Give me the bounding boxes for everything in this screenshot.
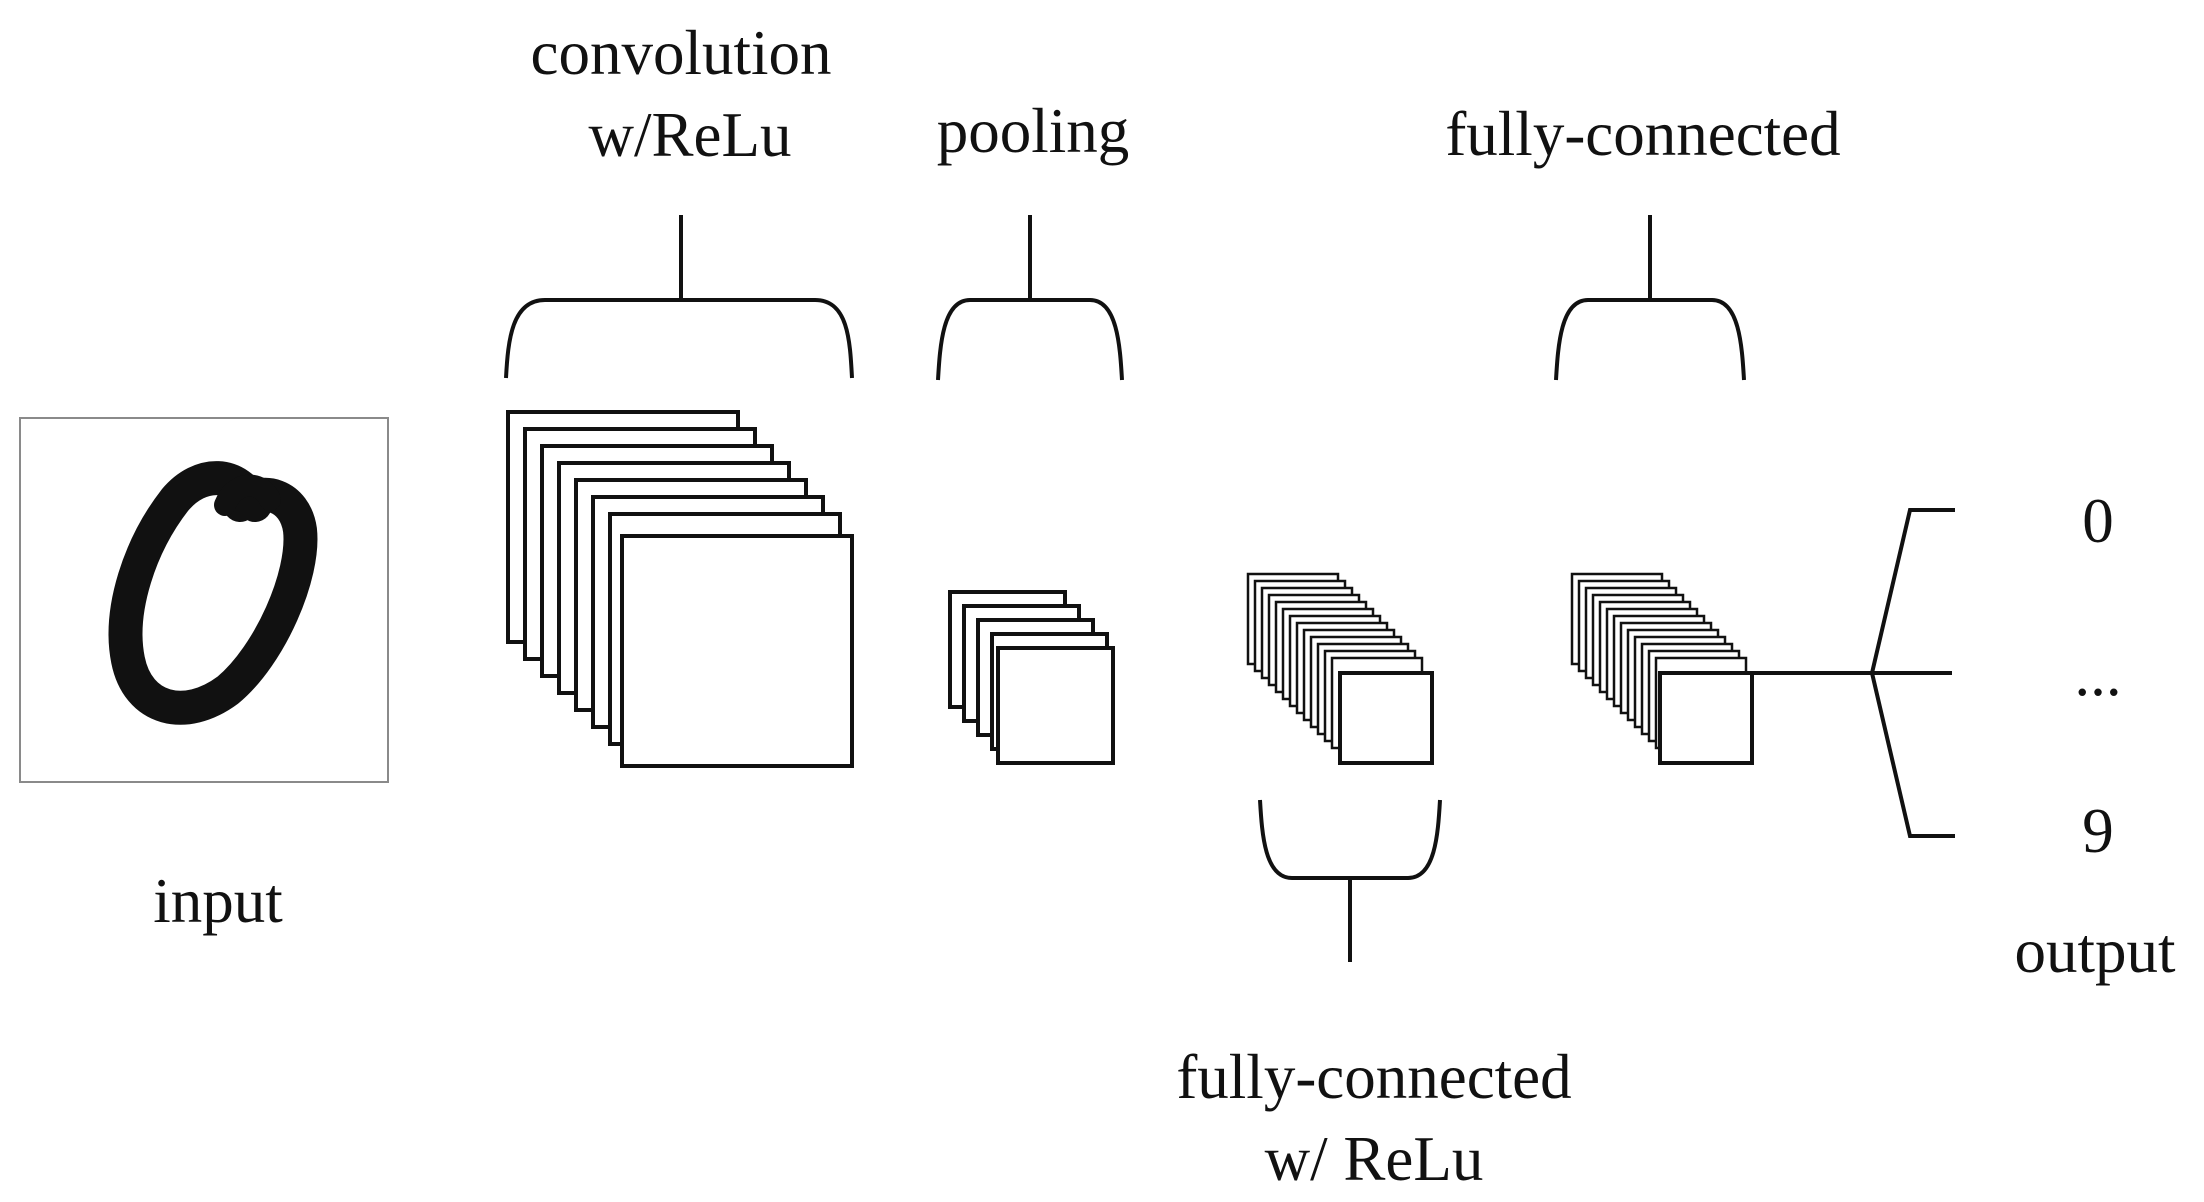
convolution-feature-maps (506, 410, 854, 768)
convolution-brace (504, 215, 854, 379)
fully-connected-relu-layer (1246, 572, 1434, 765)
input-label: input (153, 866, 283, 936)
pooling-label: pooling (937, 96, 1130, 166)
conv-map (620, 534, 854, 768)
pooling-feature-maps (948, 590, 1115, 765)
convolution-label-line2: w/ReLu (589, 100, 792, 170)
output-class-9: 9 (2082, 796, 2114, 866)
convolution-label-line1: convolution (531, 18, 832, 88)
output-label: output (2014, 916, 2176, 986)
fully-connected-brace (1554, 215, 1746, 381)
pool-map (996, 646, 1115, 765)
fully-connected-relu-brace (1258, 799, 1442, 962)
output-connector (1752, 508, 1955, 838)
fully-connected-layer (1570, 572, 1754, 765)
input-image (19, 417, 389, 783)
output-class-0: 0 (2082, 486, 2114, 556)
output-class-ellipsis: ... (2074, 639, 2121, 709)
pooling-brace (936, 215, 1124, 381)
fully-connected-label: fully-connected (1445, 99, 1840, 169)
handwritten-digit-zero-icon (108, 461, 318, 725)
fully-connected-relu-label-line1: fully-connected (1176, 1042, 1571, 1112)
fully-connected-relu-label-line2: w/ ReLu (1265, 1124, 1484, 1194)
